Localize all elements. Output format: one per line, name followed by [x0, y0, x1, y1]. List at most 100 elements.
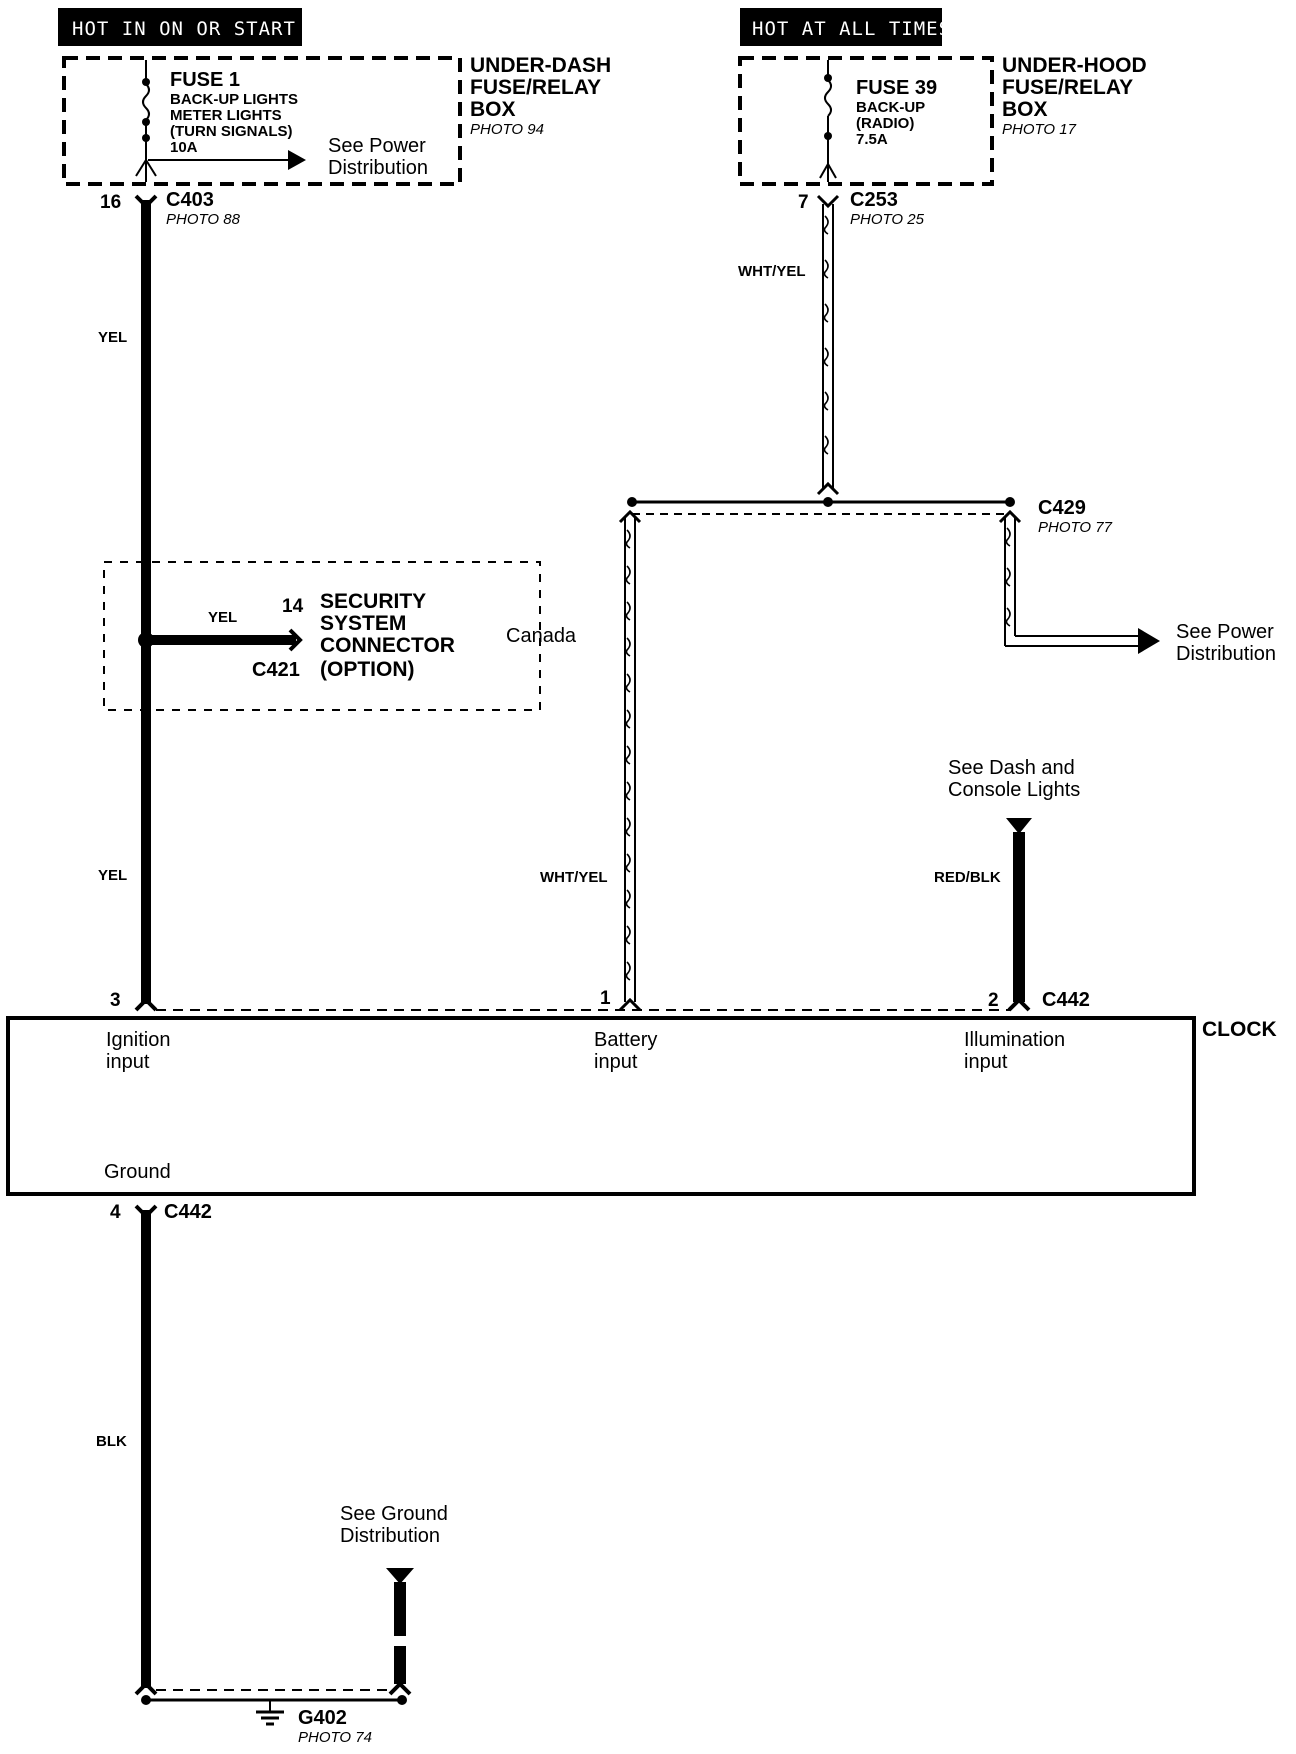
hot-label-right-text: HOT AT ALL TIMES [752, 18, 951, 40]
c442-bottom-name: C442 [164, 1201, 212, 1223]
wire-label-yel-upper: YEL [98, 329, 127, 346]
fuse39-desc1: BACK-UP [856, 99, 925, 116]
c429-photo: PHOTO 77 [1038, 519, 1113, 536]
security-line2: SYSTEM [320, 612, 406, 635]
wire-twist-mark [1005, 607, 1011, 627]
under-hood-photo: PHOTO 17 [1002, 121, 1077, 138]
wire-twist-mark [625, 637, 631, 657]
ignition-label-line2: input [106, 1051, 150, 1073]
g402-name: G402 [298, 1707, 347, 1729]
under-dash-photo: PHOTO 94 [470, 121, 544, 138]
c429-name: C429 [1038, 497, 1086, 519]
c253-name: C253 [850, 189, 898, 211]
see-power-right-line1: See Power [1176, 621, 1274, 643]
wire-label-yel-branch: YEL [208, 609, 237, 626]
c253-pin: 7 [798, 192, 809, 213]
wht-yel-c429-twist [1005, 527, 1011, 627]
illumination-pin: 2 [988, 990, 999, 1011]
wire-twist-mark [625, 781, 631, 801]
c403-pin: 16 [100, 192, 121, 213]
c421-name: C421 [252, 659, 300, 681]
wire-label-red-blk: RED/BLK [934, 869, 1001, 886]
fuse1-see-line2: Distribution [328, 157, 428, 179]
wire-twist-mark [1005, 567, 1011, 587]
wht-yel-upper-twist [823, 215, 829, 455]
wire-twist-mark [625, 889, 631, 909]
under-dash-title-line3: BOX [470, 98, 516, 121]
fuse1-name: FUSE 1 [170, 69, 240, 91]
wire-label-blk: BLK [96, 1433, 127, 1450]
ignition-pin: 3 [110, 990, 121, 1011]
wire-twist-mark [625, 565, 631, 585]
battery-label-line1: Battery [594, 1029, 657, 1051]
wire-twist-mark [823, 435, 829, 455]
fuse1-desc1: BACK-UP LIGHTS [170, 91, 298, 108]
blk-wire [134, 1204, 414, 1726]
security-line4: (OPTION) [320, 658, 415, 681]
wire-twist-mark [823, 215, 829, 235]
wire-twist-mark [625, 601, 631, 621]
security-line1: SECURITY [320, 590, 426, 613]
wire-twist-mark [823, 347, 829, 367]
wire-twist-mark [823, 259, 829, 279]
battery-pin: 1 [600, 988, 611, 1009]
wire-twist-mark [823, 391, 829, 411]
g402-photo: PHOTO 74 [298, 1729, 372, 1746]
wire-twist-mark [1005, 527, 1011, 547]
under-hood-title-line2: FUSE/RELAY [1002, 76, 1133, 99]
wire-twist-mark [625, 925, 631, 945]
fuse39-desc2: (RADIO) [856, 115, 914, 132]
fuse39-name: FUSE 39 [856, 77, 937, 99]
c442-top-name: C442 [1042, 989, 1090, 1011]
illumination-label-line2: input [964, 1051, 1008, 1073]
red-blk-wire [1006, 818, 1032, 1012]
security-connector-region [103, 561, 541, 711]
c253-photo: PHOTO 25 [850, 211, 925, 228]
fuse39-rating: 7.5A [856, 131, 888, 148]
fuse1-desc3: (TURN SIGNALS) [170, 123, 293, 140]
see-ground-line2: Distribution [340, 1525, 440, 1547]
hot-label-left: HOT IN ON OR START [58, 8, 302, 46]
wire-twist-mark [625, 817, 631, 837]
wht-yel-lower-twist [625, 529, 631, 981]
clock-title: CLOCK [1202, 1018, 1277, 1041]
wire-label-yel-lower: YEL [98, 867, 127, 884]
battery-label-line2: input [594, 1051, 638, 1073]
under-hood-title-line3: BOX [1002, 98, 1048, 121]
wire-twist-mark [625, 529, 631, 549]
c403-photo: PHOTO 88 [166, 211, 241, 228]
clock-box [6, 1016, 1196, 1196]
wire-twist-mark [625, 709, 631, 729]
wire-twist-mark [625, 961, 631, 981]
see-dash-line2: Console Lights [948, 779, 1080, 801]
wire-twist-mark [625, 853, 631, 873]
wire-label-wht-yel-lower: WHT/YEL [540, 869, 608, 886]
yel-wire [134, 194, 303, 1012]
ignition-label-line1: Ignition [106, 1029, 171, 1051]
under-dash-title-line2: FUSE/RELAY [470, 76, 601, 99]
see-ground-line1: See Ground [340, 1503, 448, 1525]
wire-label-wht-yel-upper: WHT/YEL [738, 263, 806, 280]
under-hood-title-line1: UNDER-HOOD [1002, 54, 1147, 77]
under-dash-fuse-box: FUSE 1 BACK-UP LIGHTS METER LIGHTS (TURN… [62, 54, 611, 186]
ground-label: Ground [104, 1161, 171, 1183]
wire-twist-mark [823, 303, 829, 323]
hot-label-left-text: HOT IN ON OR START [72, 18, 296, 40]
hot-label-right: HOT AT ALL TIMES [740, 8, 951, 46]
c421-pin: 14 [282, 596, 304, 617]
fuse1-rating: 10A [170, 139, 198, 156]
c442-bottom-pin: 4 [110, 1202, 121, 1223]
wire-twist-mark [625, 745, 631, 765]
fuse1-see-line1: See Power [328, 135, 426, 157]
illumination-label-line1: Illumination [964, 1029, 1065, 1051]
see-dash-line1: See Dash and [948, 757, 1075, 779]
fuse1-desc2: METER LIGHTS [170, 107, 282, 124]
see-power-right-line2: Distribution [1176, 643, 1276, 665]
c403-name: C403 [166, 189, 214, 211]
security-line3: CONNECTOR [320, 634, 455, 657]
under-hood-fuse-box: FUSE 39 BACK-UP (RADIO) 7.5A UNDER-HOOD … [738, 54, 1147, 186]
under-dash-title-line1: UNDER-DASH [470, 54, 611, 77]
wire-twist-mark [625, 673, 631, 693]
security-region: Canada [506, 625, 577, 647]
